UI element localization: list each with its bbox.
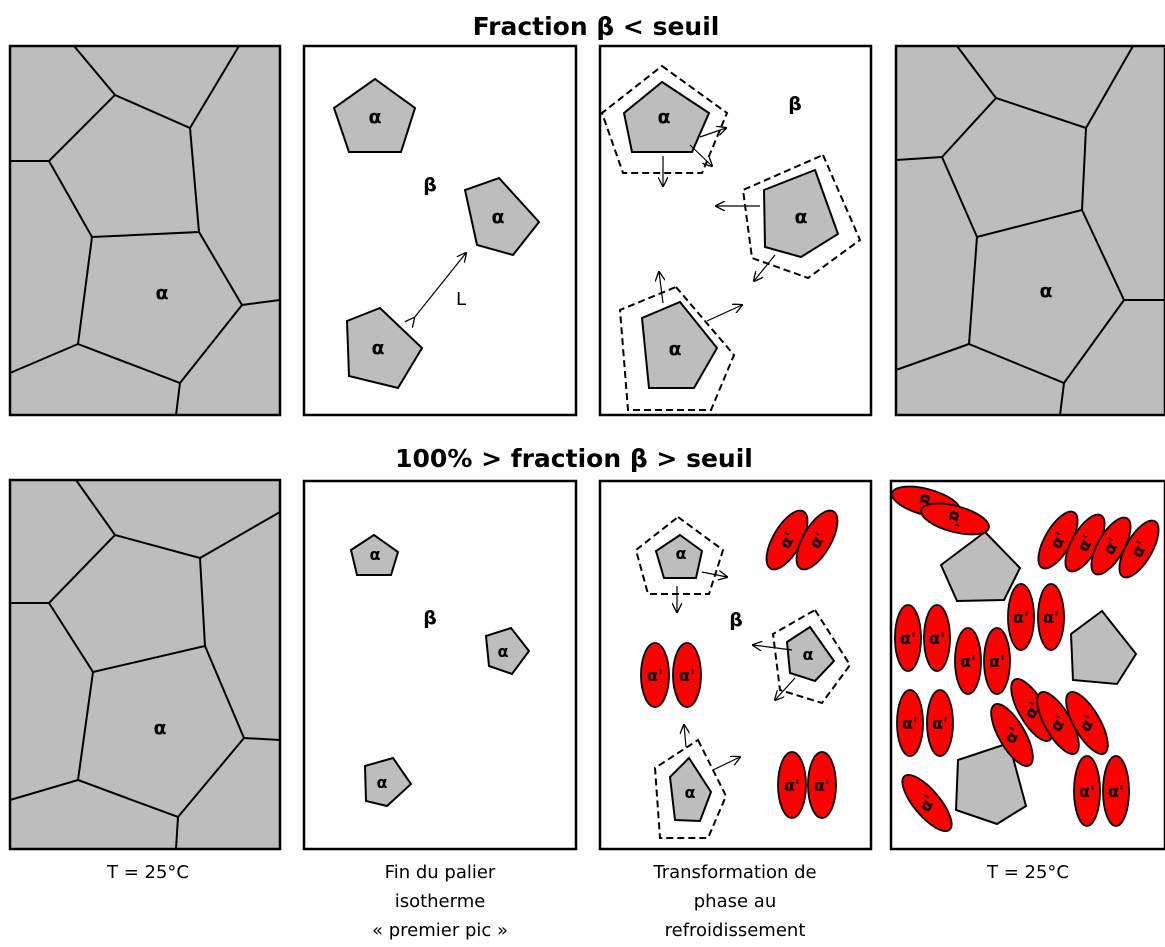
panel-bottom-1-alpha-grains: α [8, 478, 282, 851]
caption-col4: T = 25°C [986, 862, 1069, 883]
caption-col2: Fin du palier isotherme « premier pic » [372, 862, 508, 941]
alpha-label: α [668, 338, 681, 360]
alpha-label: α [155, 282, 168, 304]
alpha-prime-label: α' [902, 714, 918, 733]
title-bottom: 100% > fraction β > seuil [395, 444, 753, 473]
caption-line: isotherme [395, 891, 486, 912]
alpha-prime-label: α' [784, 776, 800, 795]
alpha-label: α [1039, 280, 1052, 302]
distance-label: L [456, 289, 466, 310]
alpha-prime-label: α' [943, 509, 965, 529]
alpha-prime-label: α' [1079, 782, 1095, 801]
panel-top-2-isothermal: α α α β L [302, 44, 578, 417]
caption-col3: Transformation de phase au refroidisseme… [652, 862, 816, 941]
beta-label: β [423, 607, 437, 629]
title-top: Fraction β < seuil [473, 12, 720, 41]
caption-line: T = 25°C [106, 862, 189, 883]
caption-line: phase au [694, 891, 776, 912]
alpha-prime-label: α' [960, 652, 976, 671]
panel-top-3-transformation: α β α α [598, 44, 873, 417]
alpha-prime-label: α' [900, 629, 916, 648]
caption-line: refroidissement [665, 920, 806, 941]
beta-label: β [423, 174, 437, 196]
beta-label: β [788, 93, 802, 115]
alpha-prime-label: α' [1013, 608, 1029, 627]
alpha-prime-label: α' [1043, 608, 1059, 627]
alpha-label: α [370, 545, 381, 564]
alpha-label: α [657, 106, 670, 128]
panel-bottom-2-isothermal: α α α β [302, 479, 578, 851]
alpha-prime-label: α' [989, 652, 1005, 671]
panel-bottom-4-final-microstructure: α' α' α' α' α' α' α' α' α' α' α' α' α' α… [889, 479, 1165, 851]
martensite-pair: α' α' [640, 642, 702, 708]
beta-label: β [729, 609, 743, 631]
alpha-label: α [377, 773, 388, 792]
caption-line: T = 25°C [986, 862, 1069, 883]
alpha-label: α [803, 645, 814, 664]
alpha-label: α [368, 106, 381, 128]
panel-top-1-alpha-grains: α [8, 44, 282, 417]
martensite-pair: α' α' [777, 751, 837, 819]
alpha-label: α [491, 206, 504, 228]
caption-line: « premier pic » [372, 920, 508, 941]
alpha-label: α [153, 717, 166, 739]
panel-bottom-3-transformation: α β α α α' α' α' α' α' α' [598, 479, 873, 851]
alpha-label: α [685, 783, 696, 802]
distance-arrow [414, 253, 466, 318]
caption-line: Fin du palier [385, 862, 496, 883]
caption-col1: T = 25°C [106, 862, 189, 883]
alpha-prime-label: α' [814, 776, 830, 795]
alpha-prime-label: α' [679, 666, 695, 685]
alpha-prime-label: α' [932, 714, 948, 733]
alpha-label: α [498, 642, 509, 661]
alpha-label: α [794, 206, 807, 228]
martensite-pair: α' α' [765, 509, 839, 571]
panel-top-4-alpha-grains: α [894, 44, 1165, 417]
alpha-label: α [371, 337, 384, 359]
alpha-prime-label: α' [647, 666, 663, 685]
alpha-label: α [676, 544, 687, 563]
caption-line: Transformation de [652, 862, 816, 883]
alpha-prime-label: α' [929, 629, 945, 648]
alpha-prime-label: α' [1108, 782, 1124, 801]
